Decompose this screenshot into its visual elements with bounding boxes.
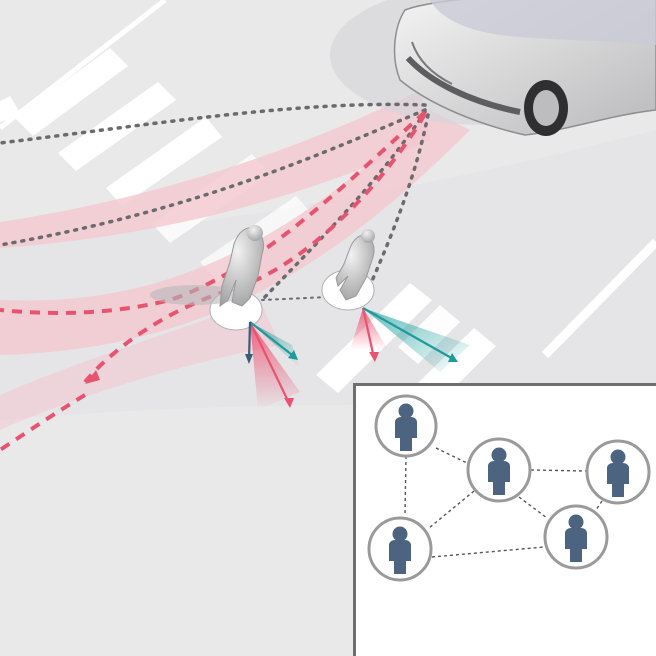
heading-fan-left xyxy=(250,322,300,410)
interaction-graph-panel xyxy=(353,383,656,656)
edge-a-b xyxy=(435,447,470,465)
heading-arrows-left xyxy=(247,321,297,406)
edge-a-d xyxy=(404,455,407,515)
predicted-zone-upper xyxy=(0,90,430,248)
edge-b-d xyxy=(428,490,475,529)
lane-line-top xyxy=(0,0,167,130)
arrowhead-pink-left xyxy=(284,398,294,408)
graph-edges xyxy=(404,447,603,558)
trajectory-dotted xyxy=(0,102,430,302)
graph-node-d xyxy=(367,516,433,582)
trajectory-arrowhead xyxy=(85,370,100,384)
arrowhead-pink-right xyxy=(369,352,379,362)
graph-node-c xyxy=(585,439,651,505)
graph-node-e xyxy=(543,504,609,570)
arrowhead-teal-right xyxy=(448,353,458,362)
graph-node-a xyxy=(374,394,438,458)
predicted-zone-lower xyxy=(0,110,470,355)
edge-b-c xyxy=(530,469,587,472)
arrowhead-teal-left xyxy=(288,350,298,360)
lane-line-right xyxy=(541,238,656,359)
heading-arrows-right xyxy=(361,307,456,361)
car-icon xyxy=(393,0,656,136)
edge-c-e xyxy=(595,500,603,511)
arrowhead-navy-left xyxy=(245,354,253,364)
edge-d-e xyxy=(431,546,545,558)
predicted-zone-cross xyxy=(0,300,280,430)
pedestrian-figure-right xyxy=(321,229,375,311)
edge-b-e xyxy=(518,496,548,519)
pedestrian-figure-left xyxy=(150,225,265,331)
graph-node-b xyxy=(466,437,532,503)
